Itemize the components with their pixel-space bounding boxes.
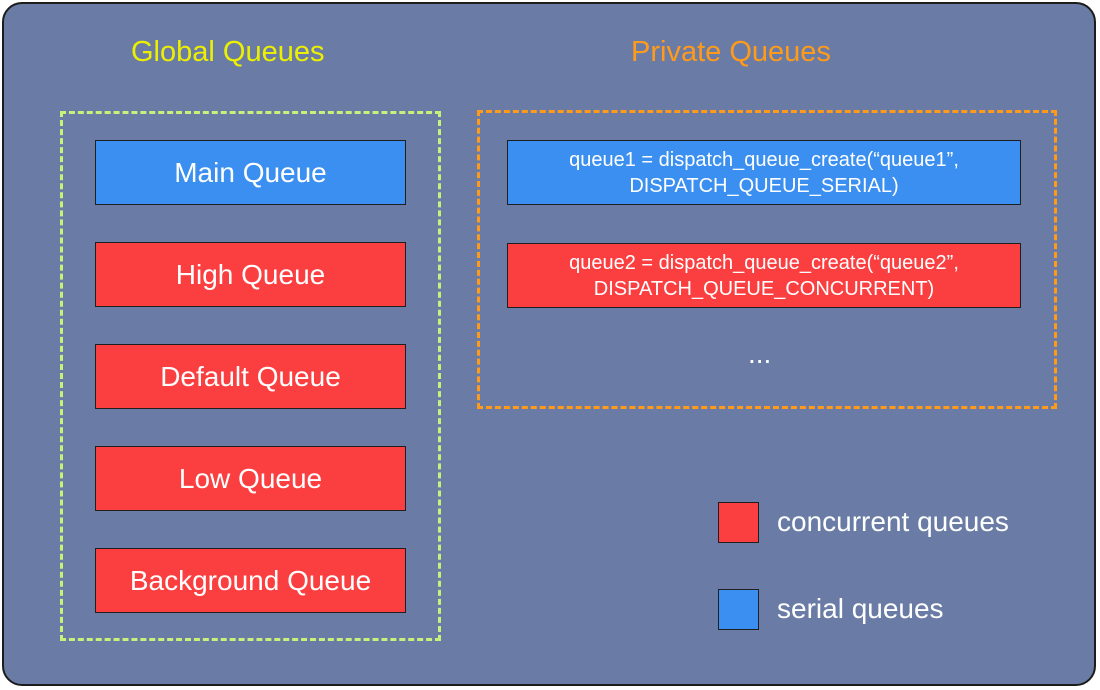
default-queue-box: Default Queue <box>95 344 406 409</box>
queue2-code-line2: DISPATCH_QUEUE_CONCURRENT) <box>593 277 935 300</box>
legend-concurrent-swatch <box>718 502 759 543</box>
global-queues-title: Global Queues <box>131 36 325 68</box>
queue1-code-line1: queue1 = dispatch_queue_create(“queue1”, <box>569 148 959 171</box>
queue2-code-line1: queue2 = dispatch_queue_create(“queue2”, <box>569 251 959 274</box>
private-queues-group <box>477 110 1057 409</box>
private-queue2-box: queue2 = dispatch_queue_create(“queue2”,… <box>507 243 1021 308</box>
high-queue-box: High Queue <box>95 242 406 307</box>
legend-concurrent-label: concurrent queues <box>777 506 1009 537</box>
legend-serial-label: serial queues <box>777 593 944 624</box>
main-queue-box: Main Queue <box>95 140 406 205</box>
legend-serial-swatch <box>718 589 759 630</box>
background-queue-box: Background Queue <box>95 548 406 613</box>
more-queues-ellipsis: ... <box>748 338 772 369</box>
low-queue-box: Low Queue <box>95 446 406 511</box>
private-queues-title: Private Queues <box>631 36 831 68</box>
private-queue1-box: queue1 = dispatch_queue_create(“queue1”,… <box>507 140 1021 205</box>
queue1-code-line2: DISPATCH_QUEUE_SERIAL) <box>629 174 899 197</box>
global-queues-group <box>60 111 441 641</box>
